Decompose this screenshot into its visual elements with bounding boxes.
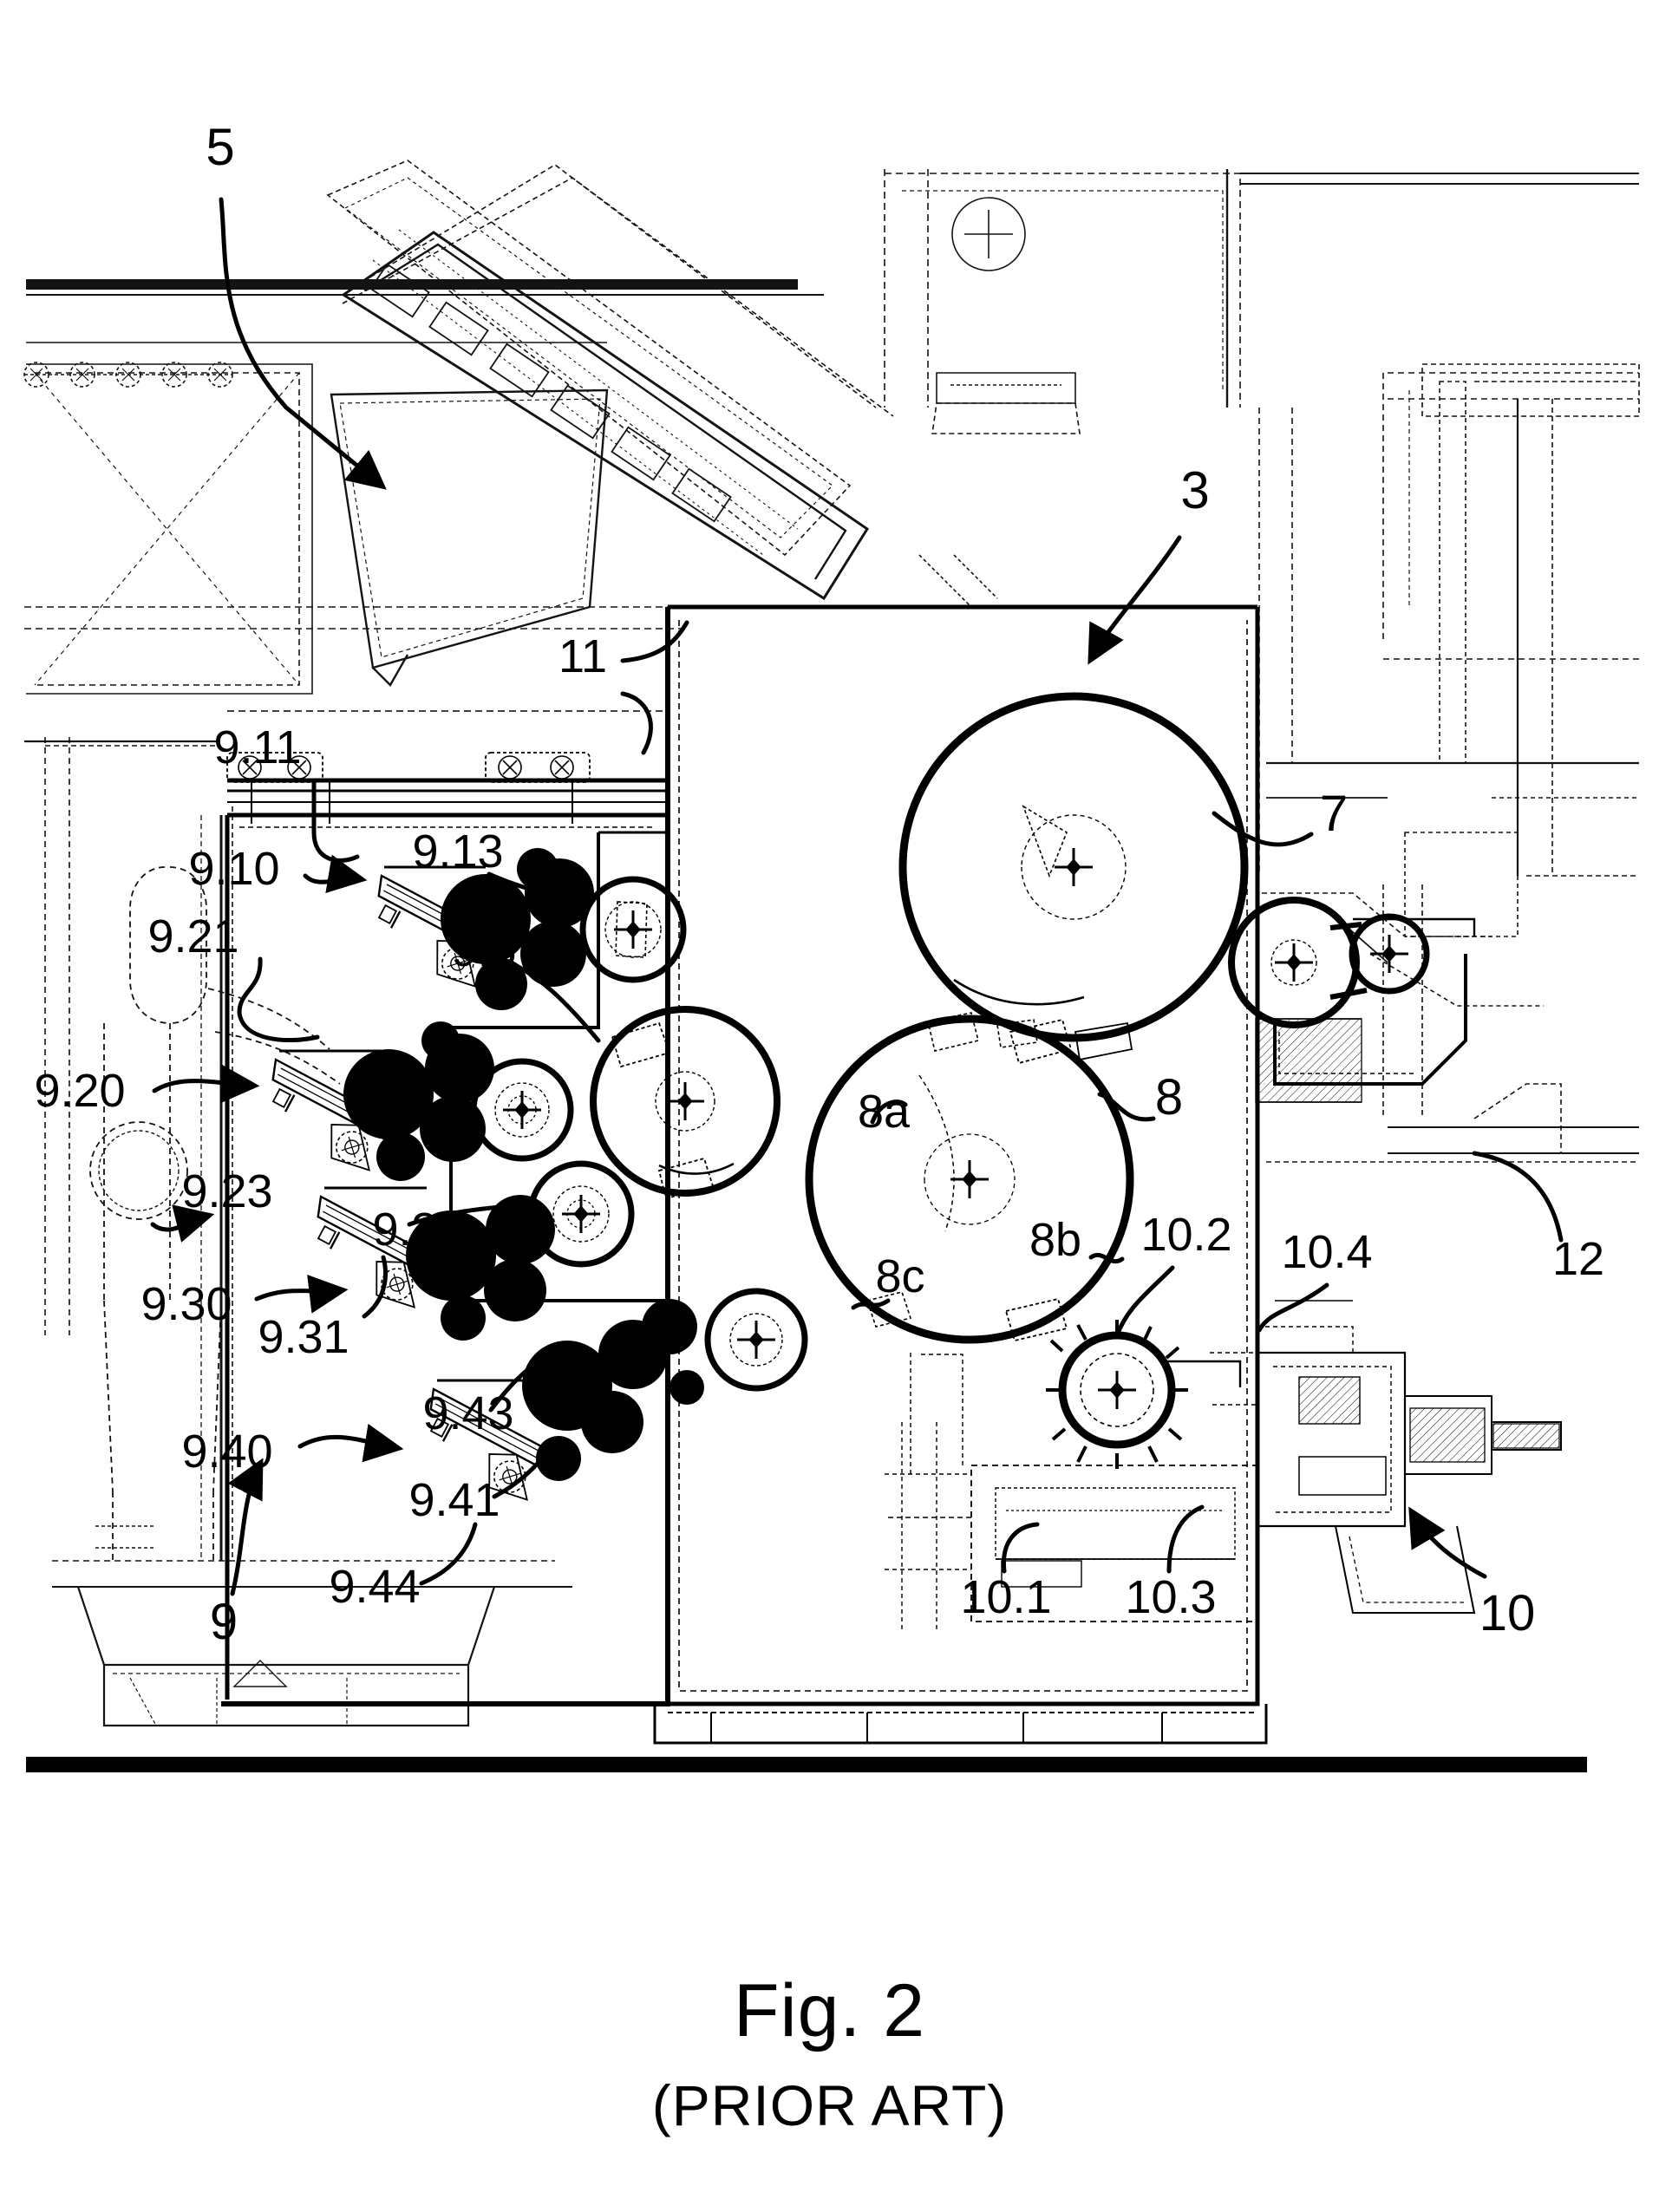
reference-numeral-labels: 5 11 3 7 8 8a 8b 8c 12 10.2 10.4 10.1 10… [34,118,1604,1650]
ref-9-30: 9.30 [140,1278,232,1330]
leader-lines [150,197,1564,1596]
leader-10-1 [1001,1522,1040,1574]
distributor-9-33 [527,1160,635,1268]
machine-frame [221,604,1268,1745]
ref-9-20: 9.20 [34,1065,125,1117]
plate-cylinder-8 [805,1015,1134,1344]
ref-9: 9 [210,1594,238,1650]
dampening-unit-10 [885,1300,1562,1630]
ink-roller [475,958,527,1010]
leader-8a [870,1099,908,1125]
ink-roller [420,1096,486,1162]
leader-3 [1087,535,1182,665]
leader-9-44 [419,1522,478,1586]
leader-9-10 [303,854,368,894]
inking-unit-9 [271,848,808,1501]
leader-9-21 [237,956,320,1043]
ref-8c: 8c [875,1250,924,1302]
ref-12: 12 [1552,1233,1604,1285]
ref-9-10: 9.10 [188,843,279,895]
ink-roller [441,1295,486,1341]
ref-9-31: 9.31 [258,1311,349,1363]
distributor-9-13 [579,876,687,983]
distributor-9-43 [704,1288,808,1392]
leader-8c [851,1298,891,1310]
distributor-9-20 [470,1058,574,1162]
leader-5 [219,197,387,490]
ink-roller [376,1132,425,1181]
leader-9-41 [492,1445,552,1499]
impression-cylinder-3 [898,692,1249,1042]
ref-8a: 8a [858,1086,911,1138]
ink-roller [486,1195,555,1264]
ink-roller [642,1299,697,1354]
ink-roller [581,1391,643,1453]
ink-roller [421,1021,460,1060]
ref-9-43: 9.43 [422,1387,513,1439]
leader-10-2 [1114,1265,1175,1338]
ink-roller [517,848,558,890]
leader-9-5 [514,963,601,1043]
ink-roller [520,921,586,987]
ref-5: 5 [206,118,234,176]
figure-caption-main: Fig. 2 [733,1969,926,2052]
leader-10-4 [1257,1282,1329,1333]
leader-9 [227,1458,264,1596]
ref-8b: 8b [1029,1214,1081,1266]
background-structure [23,160,1640,1727]
ref-9-23: 9.23 [181,1165,272,1217]
ref-10-4: 10.4 [1281,1226,1372,1278]
gear-teeth [1046,1320,1188,1469]
leader-8 [1097,1092,1156,1122]
figure-caption-subtitle: (PRIOR ART) [651,2073,1008,2137]
leader-9-31 [362,1255,388,1319]
ref-11: 11 [558,630,607,682]
leader-7 [1212,811,1314,847]
ink-roller [343,1049,434,1139]
ref-9-40: 9.40 [181,1426,272,1478]
leader-12 [1472,1151,1564,1243]
leader-10-3 [1166,1504,1205,1574]
ref-10-1: 10.1 [960,1571,1051,1623]
leader-9-13 [487,871,587,911]
ground-line [26,1757,1587,1772]
leader-9-30 [254,1275,349,1314]
leader-8b [1088,1253,1125,1263]
ref-9-11: 9.11 [213,721,301,773]
ref-10-2: 10.2 [1140,1209,1231,1261]
ink-roller [669,1370,704,1405]
cylinders [805,692,1476,1469]
leader-9-33 [407,1203,532,1227]
ref-9-44: 9.44 [329,1561,420,1613]
transfer-drum-7 [1228,897,1360,1028]
leader-9-40 [297,1423,404,1463]
leader-11b [620,691,653,755]
leader-10 [1408,1506,1487,1579]
ref-9-13: 9.13 [412,825,503,878]
ref-10-3: 10.3 [1125,1571,1216,1623]
ref-9-41: 9.41 [408,1474,500,1526]
ref-9-21: 9.21 [147,910,238,962]
leader-9-11 [311,780,360,863]
ref-7: 7 [1320,786,1348,842]
ref-10: 10 [1479,1585,1536,1641]
leader-11 [620,620,689,663]
ref-9-33: 9.33 [372,1204,463,1256]
ref-8: 8 [1155,1069,1183,1126]
ref-3: 3 [1180,461,1209,519]
leader-9-43 [488,1355,547,1413]
ref-9-5: 9.5 [451,924,516,976]
ink-roller [536,1436,581,1481]
leader-9-20 [152,1064,260,1104]
ink-roller [406,1210,496,1301]
ink-roller [484,1259,546,1321]
leader-9-23 [150,1204,215,1243]
